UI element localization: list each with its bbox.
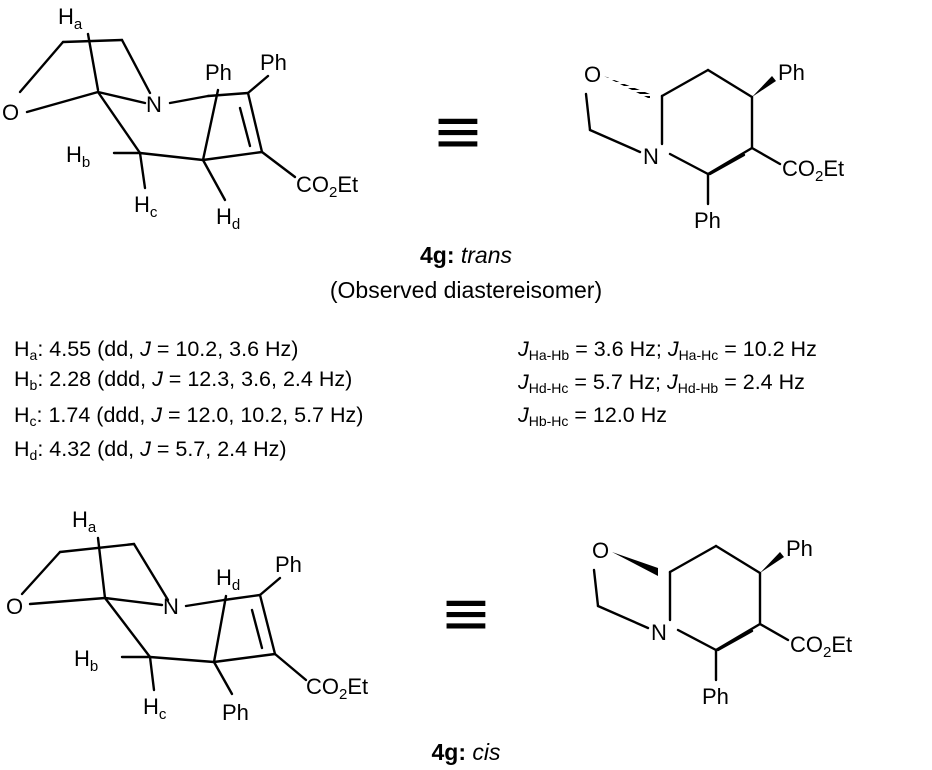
atom-ph: Ph: [694, 208, 721, 233]
atom-o: O: [592, 538, 609, 563]
atom-ph: Ph: [222, 700, 249, 725]
atom-hb: Hb: [74, 646, 98, 675]
nmr-shift-hc: Hc: 1.74 (ddd, J = 12.0, 10.2, 5.7 Hz): [14, 403, 364, 429]
atom-hd: Hd: [216, 204, 240, 233]
atom-n: N: [163, 594, 179, 619]
trans-3d-structure: Ha O N Hb Hc Ph Ph CO2Et Hd: [2, 4, 358, 233]
nmr-coupling-1: JHa-Hb = 3.6 Hz; JHa-Hc = 10.2 Hz: [518, 337, 817, 363]
atom-hc: Hc: [143, 694, 167, 723]
atom-ph: Ph: [702, 684, 729, 709]
atom-co2et: CO2Et: [790, 632, 852, 661]
caption-observed: (Observed diastereisomer): [330, 277, 602, 303]
atom-co2et: CO2Et: [296, 172, 358, 201]
trans-2d-structure: O N Ph CO2Et Ph: [584, 60, 844, 233]
atom-hd: Hd: [216, 565, 240, 594]
atom-n: N: [651, 620, 667, 645]
atom-o: O: [584, 62, 601, 87]
nmr-coupling-2: JHd-Hc = 5.7 Hz; JHd-Hb = 2.4 Hz: [518, 370, 805, 396]
caption-cis: 4g: cis: [431, 739, 501, 765]
cis-2d-structure: O N Ph CO2Et Ph: [592, 536, 852, 709]
nmr-coupling-3: JHb-Hc = 12.0 Hz: [518, 403, 668, 429]
atom-ph: Ph: [275, 552, 302, 577]
atom-co2et: CO2Et: [782, 156, 844, 185]
cis-3d-structure: Ha O N Hb Hc Hd Ph CO2Et Ph: [6, 507, 368, 725]
nmr-shift-ha: Ha: 4.55 (dd, J = 10.2, 3.6 Hz): [14, 337, 299, 363]
atom-hb: Hb: [66, 142, 90, 171]
atom-hc: Hc: [134, 192, 158, 221]
atom-ph: Ph: [205, 60, 232, 85]
nmr-shift-hb: Hb: 2.28 (ddd, J = 12.3, 3.6, 2.4 Hz): [14, 367, 353, 393]
atom-ha: Ha: [58, 4, 83, 33]
atom-o: O: [2, 100, 19, 125]
atom-ph: Ph: [786, 536, 813, 561]
atom-o: O: [6, 594, 23, 619]
atom-co2et: CO2Et: [306, 674, 368, 703]
caption-trans: 4g: trans: [420, 242, 513, 268]
equivalence-symbol: ≡: [440, 576, 492, 649]
nmr-shift-hd: Hd: 4.32 (dd, J = 5.7, 2.4 Hz): [14, 437, 287, 463]
atom-ha: Ha: [72, 507, 97, 536]
atom-n: N: [643, 144, 659, 169]
equivalence-symbol: ≡: [432, 94, 484, 167]
atom-n: N: [146, 92, 162, 117]
atom-ph: Ph: [260, 50, 287, 75]
atom-ph: Ph: [778, 60, 805, 85]
